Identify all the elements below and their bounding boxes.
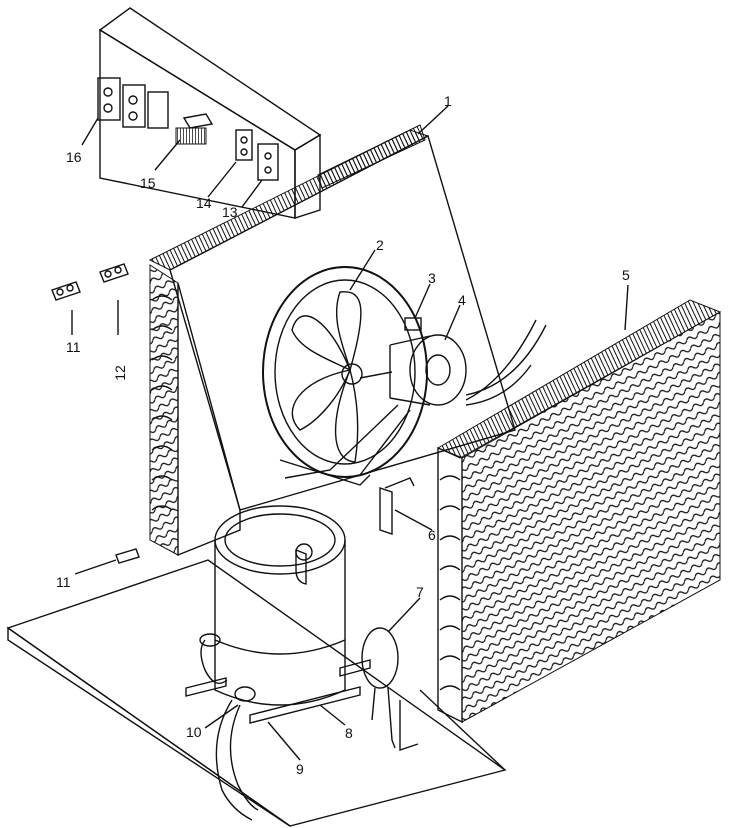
leader-lines <box>71 105 629 761</box>
callout-12: 12 <box>111 365 128 381</box>
tube-6 <box>379 477 415 535</box>
callout-13: 13 <box>222 204 238 220</box>
base-pan <box>6 559 507 827</box>
callout-2: 2 <box>376 237 384 253</box>
fan-motor <box>284 317 547 479</box>
partition-panel <box>148 124 516 511</box>
callout-4: 4 <box>458 292 466 308</box>
part-11-lower <box>115 548 140 564</box>
callout-5: 5 <box>622 267 630 283</box>
callout-9: 9 <box>296 761 304 777</box>
callout-15: 15 <box>140 175 156 191</box>
fan-assembly <box>262 266 428 486</box>
callout-11-lower: 11 <box>56 574 71 590</box>
part-12 <box>99 263 129 283</box>
callout-10: 10 <box>186 724 202 740</box>
callout-16: 16 <box>66 149 82 165</box>
mount-feet <box>185 659 371 724</box>
callout-8: 8 <box>345 725 353 741</box>
condenser-coil <box>436 299 722 724</box>
switch-14 <box>235 129 253 161</box>
callout-7: 7 <box>416 584 424 600</box>
callout-1: 1 <box>444 93 452 109</box>
capillary-tube-7 <box>361 627 419 751</box>
compressor <box>185 505 371 821</box>
part-11-upper <box>51 281 81 301</box>
callout-6: 6 <box>428 527 436 543</box>
callout-11-upper: 11 <box>66 339 81 355</box>
relay-15 <box>175 113 214 145</box>
left-coil <box>149 264 241 557</box>
callout-3: 3 <box>428 270 436 286</box>
capacitor-16 <box>97 77 169 129</box>
control-box <box>97 7 322 219</box>
callout-14: 14 <box>196 195 212 211</box>
switch-13 <box>257 143 279 181</box>
